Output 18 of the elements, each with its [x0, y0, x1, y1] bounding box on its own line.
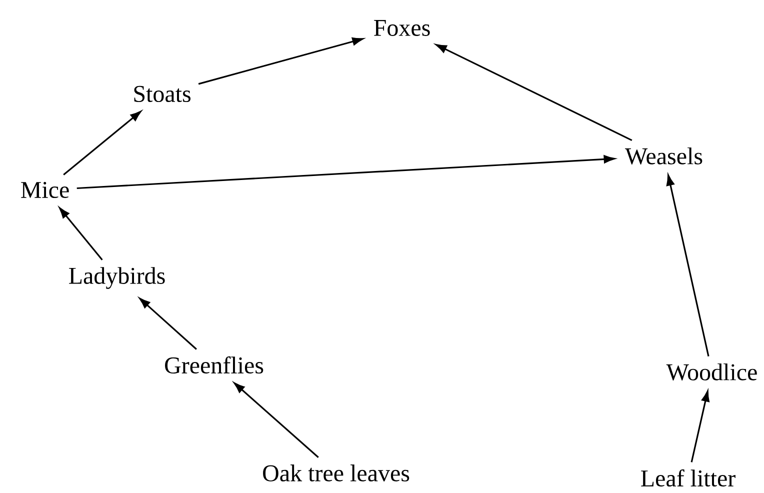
- species-label: Woodlice: [666, 363, 757, 380]
- arrow: [690, 390, 710, 462]
- species-label: Leaf litter: [641, 469, 736, 487]
- species-label: Stoats: [134, 86, 190, 102]
- arrow: [198, 37, 364, 85]
- arrow: [139, 298, 197, 350]
- arrow: [76, 155, 615, 190]
- species-label: Greenflies: [165, 356, 264, 374]
- arrow: [436, 44, 632, 141]
- species-label: Oak tree leaves: [263, 464, 410, 482]
- species-label: Ladybirds: [69, 267, 165, 289]
- arrow: [63, 110, 142, 176]
- arrow: [59, 207, 103, 260]
- species-label: Foxes: [374, 20, 430, 36]
- species-label: Mice: [21, 182, 69, 198]
- species-label: Weasels: [625, 147, 702, 164]
- arrow: [234, 382, 319, 458]
- arrow: [666, 174, 710, 356]
